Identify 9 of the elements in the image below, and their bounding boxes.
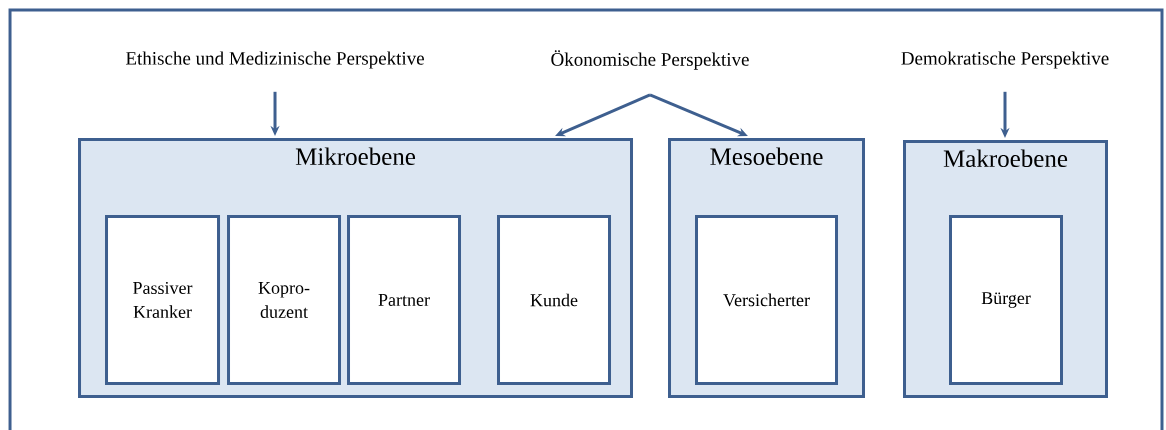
role-box: Passiver Kranker bbox=[105, 215, 220, 385]
perspective-label: Ökonomische Perspektive bbox=[551, 50, 749, 70]
role-box: Partner bbox=[347, 215, 461, 385]
role-box: Versicherter bbox=[695, 215, 838, 385]
role-box: Kunde bbox=[497, 215, 611, 385]
perspective-label: Demokratische Perspektive bbox=[901, 51, 1109, 69]
role-box: Bürger bbox=[949, 215, 1063, 385]
perspective-label: Ethische und Medizinische Perspektive bbox=[126, 51, 424, 69]
role-box: Kopro- duzent bbox=[227, 215, 341, 385]
